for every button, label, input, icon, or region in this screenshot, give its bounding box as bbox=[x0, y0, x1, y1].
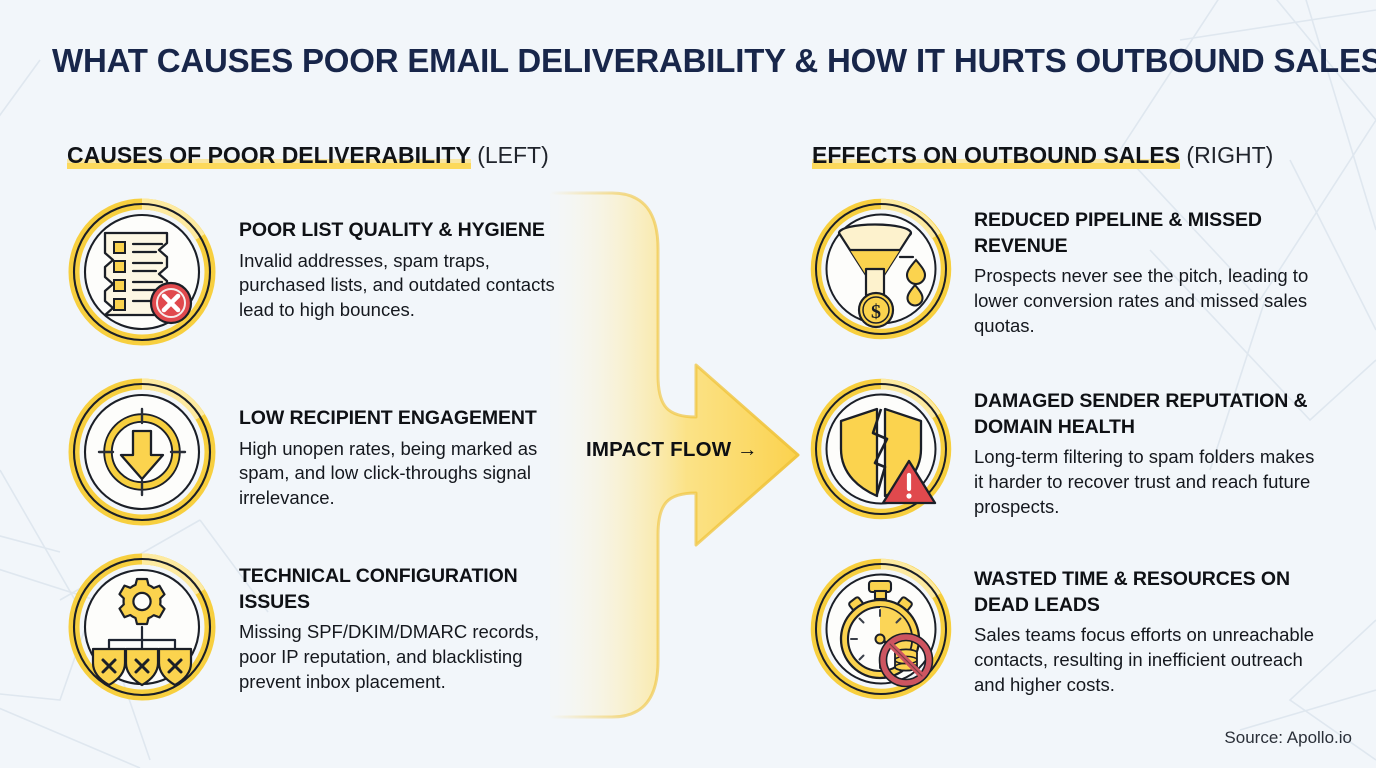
cause-2-title: LOW RECIPIENT ENGAGEMENT bbox=[239, 407, 537, 429]
svg-text:$: $ bbox=[871, 301, 881, 323]
left-column-heading: CAUSES OF POOR DELIVERABILITY (LEFT) bbox=[67, 142, 549, 169]
effect-1-title: REDUCED PIPELINE & MISSED REVENUE bbox=[974, 209, 1262, 257]
leaking-funnel-dollar-icon: $ bbox=[805, 193, 957, 350]
page-title: WHAT CAUSES POOR EMAIL DELIVERABILITY & … bbox=[52, 43, 1376, 80]
effect-item-2: DAMAGED SENDER REPUTATION & DOMAIN HEALT… bbox=[805, 373, 1326, 530]
stopwatch-no-coins-icon bbox=[805, 553, 957, 710]
checklist-error-icon bbox=[63, 193, 221, 356]
cause-2-body: High unopen rates, being marked as spam,… bbox=[239, 437, 538, 509]
right-heading-side: (RIGHT) bbox=[1186, 142, 1274, 168]
target-down-arrow-icon bbox=[63, 373, 221, 536]
effect-item-1: $ REDUCED PIPELINE & MISSED REVENUE Pros… bbox=[805, 193, 1326, 350]
effect-2-title: DAMAGED SENDER REPUTATION & DOMAIN HEALT… bbox=[974, 390, 1308, 438]
effect-3-body: Sales teams focus efforts on unreachable… bbox=[974, 624, 1315, 695]
left-heading-text: CAUSES OF POOR DELIVERABILITY bbox=[67, 142, 471, 169]
right-column-heading: EFFECTS ON OUTBOUND SALES (RIGHT) bbox=[812, 142, 1273, 169]
effect-2-body: Long-term filtering to spam folders make… bbox=[974, 446, 1315, 517]
effect-1-body: Prospects never see the pitch, leading t… bbox=[974, 265, 1309, 336]
cracked-shield-warning-icon bbox=[805, 373, 957, 530]
cause-item-1: POOR LIST QUALITY & HYGIENE Invalid addr… bbox=[63, 193, 579, 356]
cause-3-title: TECHNICAL CONFIGURATION ISSUES bbox=[239, 565, 518, 613]
cause-1-body: Invalid addresses, spam traps, purchased… bbox=[239, 249, 555, 321]
cause-3-body: Missing SPF/DKIM/DMARC records, poor IP … bbox=[239, 621, 540, 692]
gear-shields-error-icon bbox=[63, 548, 221, 711]
left-heading-side: (LEFT) bbox=[477, 142, 549, 168]
right-heading-text: EFFECTS ON OUTBOUND SALES bbox=[812, 142, 1181, 169]
effect-3-title: WASTED TIME & RESOURCES ON DEAD LEADS bbox=[974, 568, 1290, 616]
cause-1-title: POOR LIST QUALITY & HYGIENE bbox=[239, 219, 545, 241]
cause-item-2: LOW RECIPIENT ENGAGEMENT High unopen rat… bbox=[63, 373, 579, 536]
effect-item-3: WASTED TIME & RESOURCES ON DEAD LEADS Sa… bbox=[805, 553, 1326, 710]
impact-flow-arrow bbox=[548, 191, 800, 719]
source-attribution: Source: Apollo.io bbox=[1224, 728, 1352, 747]
cause-item-3: TECHNICAL CONFIGURATION ISSUES Missing S… bbox=[63, 548, 579, 711]
impact-flow-label: IMPACT FLOW → bbox=[586, 438, 758, 461]
